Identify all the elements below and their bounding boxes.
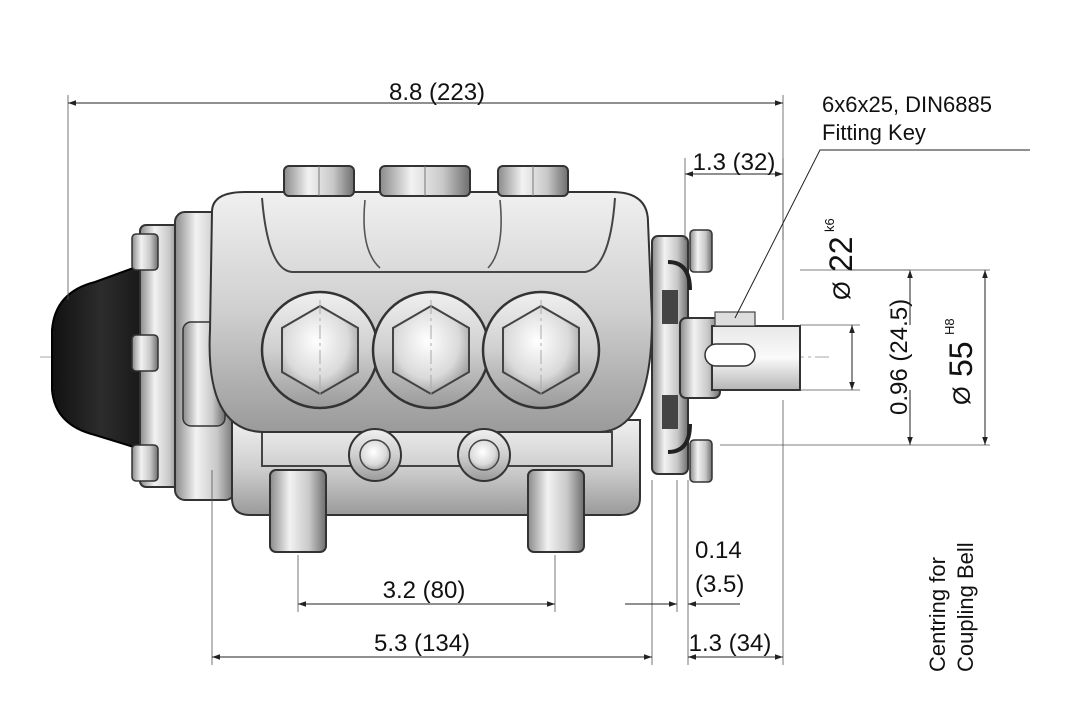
overall-length-label: 8.8 (223) <box>389 79 485 106</box>
bell-dia-tol: H8 <box>942 318 957 335</box>
rear-cap <box>51 260 151 454</box>
key-offset-label: 0.96 (24.5) <box>886 299 913 415</box>
base-length-label: 5.3 (134) <box>374 630 470 657</box>
key-note-line2: Fitting Key <box>822 120 926 145</box>
pump-body <box>40 165 830 553</box>
dimension-labels: 8.8 (223) 1.3 (32) 6x6x25, DIN6885 Fitti… <box>374 79 992 672</box>
flange-to-end-label: 1.3 (34) <box>689 630 772 657</box>
foot-right <box>527 469 585 553</box>
feet-spacing-label: 3.2 (80) <box>383 577 466 604</box>
small-port-1 <box>348 428 402 482</box>
dimension-lines <box>67 95 1030 665</box>
shaft-dia-value: 22 <box>823 236 859 272</box>
centring-note-line2: Coupling Bell <box>953 542 978 672</box>
bell-dia-symbol: Ø <box>949 386 976 405</box>
small-port-2 <box>457 428 511 482</box>
flange-depth-label-1: 0.14 <box>695 537 742 564</box>
flange-depth-label-2: (3.5) <box>695 571 744 598</box>
centring-note-line1: Centring for <box>925 557 950 672</box>
shaft-dia-symbol: Ø <box>829 281 856 300</box>
bell-dia-value: 55 <box>943 341 979 377</box>
foot-left <box>269 469 327 553</box>
shaft-dia-tol: k6 <box>822 218 837 232</box>
shaft-length-label: 1.3 (32) <box>693 149 776 176</box>
key-note-line1: 6x6x25, DIN6885 <box>822 92 992 117</box>
fitting-key-slot <box>704 343 756 367</box>
